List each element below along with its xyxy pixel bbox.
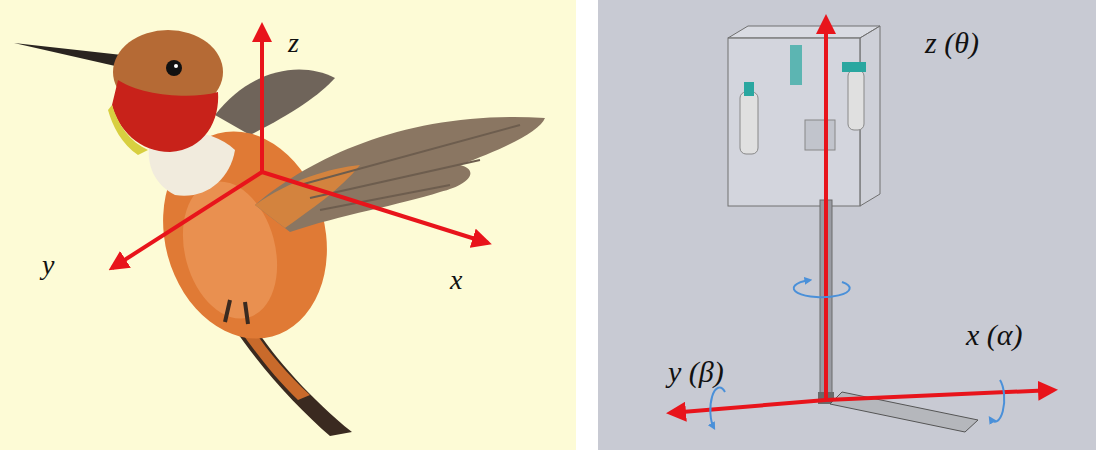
body-axes [112,26,488,268]
cad-axes [670,18,1054,413]
axis-label: y (β) [668,355,724,388]
photo-background [0,0,576,450]
rotation-arrows [710,280,1004,428]
axis-label: z [288,28,299,59]
axis-label: x [450,265,462,296]
cad-model [728,26,978,432]
axis-label: y [42,250,54,281]
cad-background [598,0,1096,450]
axis-label: z (θ) [925,26,979,59]
axis-label: x (α) [966,318,1023,351]
hummingbird [14,30,545,436]
